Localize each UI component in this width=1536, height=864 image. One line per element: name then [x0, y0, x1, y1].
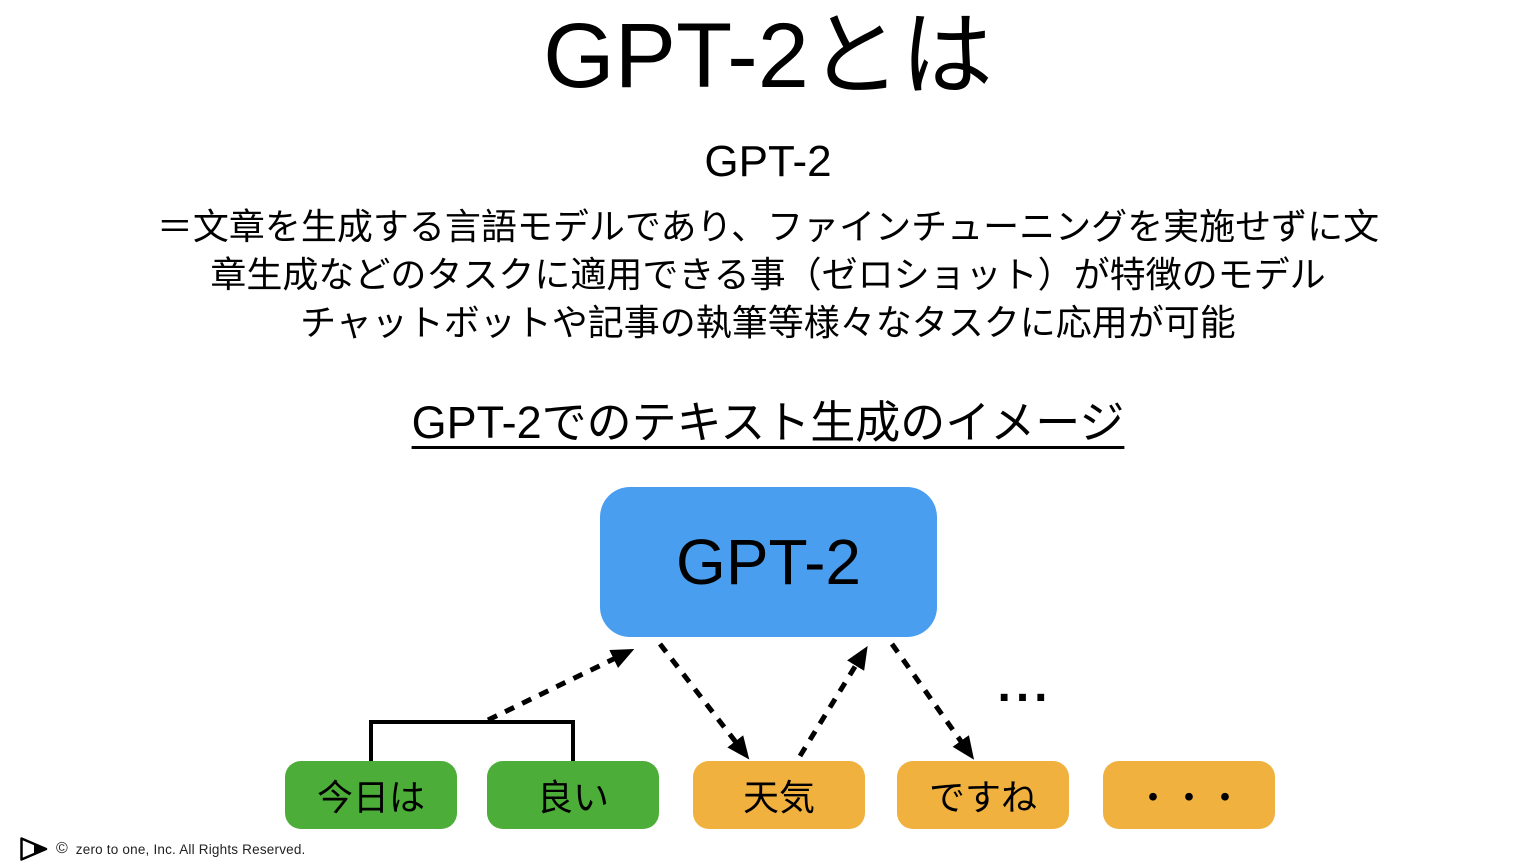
token-box-desune: ですね	[897, 761, 1069, 829]
description: ＝文章を生成する言語モデルであり、ファインチューニングを実施せずに文 章生成など…	[0, 203, 1536, 347]
subtitle: GPT-2	[704, 137, 832, 186]
diagram-heading: GPT-2でのテキスト生成のイメージ	[411, 397, 1125, 448]
input-bracket	[369, 720, 575, 761]
arrow-inputs-to-model	[486, 648, 635, 723]
gpt2-model-label: GPT-2	[676, 526, 861, 598]
description-line-2: 章生成などのタスクに適用できる事（ゼロショット）が特徴のモデル	[210, 254, 1326, 295]
arrow-model-to-desune	[889, 642, 975, 760]
arrow-model-to-tenki	[658, 642, 750, 760]
token-box-yoi: 良い	[487, 761, 659, 829]
token-box-tenki: 天気	[693, 761, 865, 829]
continuation-ellipsis: ...	[997, 659, 1053, 712]
copyright-text: zero to one, Inc. All Rights Reserved.	[75, 841, 306, 857]
copyright-symbol: ©	[56, 840, 68, 857]
gpt2-model-box: GPT-2	[600, 487, 937, 637]
footer: © zero to one, Inc. All Rights Reserved.	[20, 836, 306, 862]
arrow-tenki-to-model	[797, 646, 868, 758]
token-box-kyouwa: 今日は	[285, 761, 457, 829]
description-line-3: チャットボットや記事の執筆等様々なタスクに応用が可能	[300, 302, 1236, 343]
description-line-1: ＝文章を生成する言語モデルであり、ファインチューニングを実施せずに文	[156, 206, 1380, 247]
token-box-ellipsis: ・・・	[1103, 761, 1275, 829]
zero-to-one-logo-icon	[20, 837, 48, 861]
page-title: GPT-2とは	[543, 5, 993, 107]
